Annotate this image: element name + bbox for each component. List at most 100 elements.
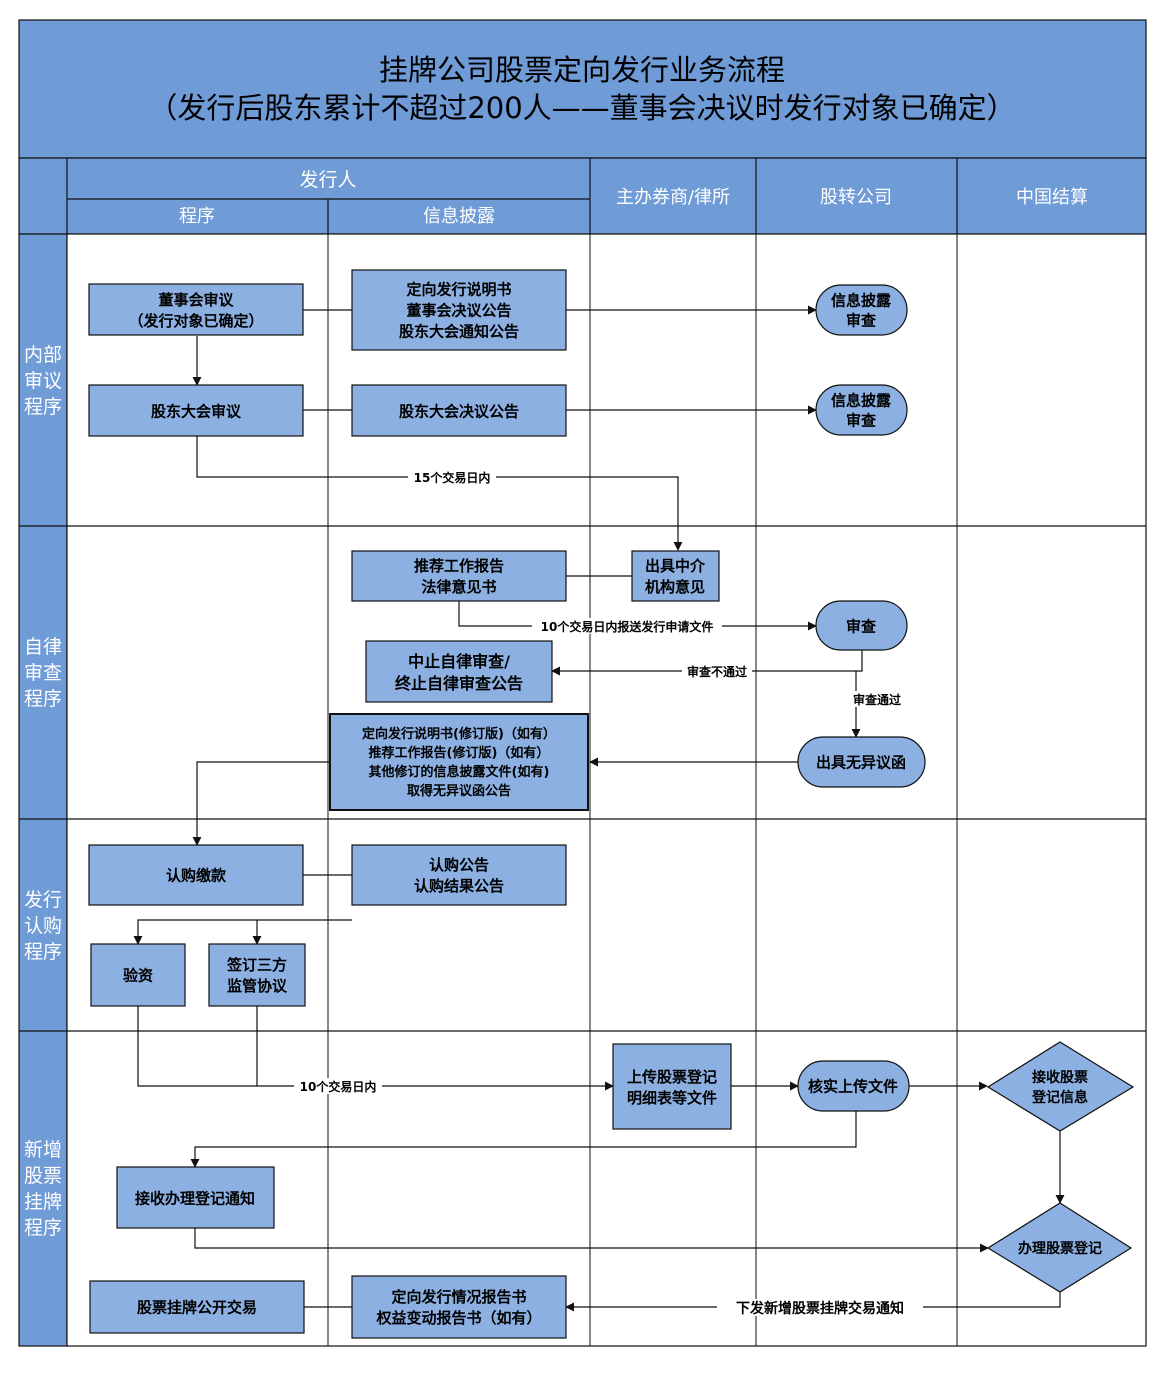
node-text-upload-register-1: 明细表等文件 — [627, 1089, 717, 1107]
connectors — [133, 305, 1065, 1312]
phase-label-listing-1: 股票 — [24, 1165, 62, 1187]
node-text-receive-info-1: 登记信息 — [1031, 1089, 1088, 1106]
node-text-issuance-report-1: 权益变动报告书（如有） — [375, 1309, 541, 1327]
node-disclosure-review-1 — [815, 284, 908, 336]
node-text-receive-info-0: 接收股票 — [1032, 1069, 1088, 1086]
header-neeq: 股转公司 — [820, 187, 892, 208]
node-issuance-report — [351, 1275, 567, 1339]
header-disclosure: 信息披露 — [423, 206, 495, 227]
node-text-board-review-0: 董事会审议 — [158, 291, 234, 309]
phase-label-listing-3: 程序 — [24, 1217, 62, 1239]
header-broker: 主办券商/律所 — [616, 187, 730, 208]
node-text-suspend-review-1: 终止自律审查公告 — [395, 674, 523, 693]
node-text-intermediary-opinion-0: 出具中介 — [645, 557, 706, 575]
label-15-days: 15个交易日内 — [414, 470, 491, 485]
node-no-objection — [797, 736, 926, 788]
header-row — [18, 157, 1147, 235]
node-text-shareholder-announcement-0: 股东大会决议公告 — [399, 402, 519, 420]
title-band — [18, 19, 1147, 159]
node-text-capital-verification-0: 验资 — [123, 966, 153, 984]
node-text-board-review-1: （发行对象已确定） — [128, 312, 263, 330]
node-text-revised-docs-2: 其他修订的信息披露文件(如有) — [369, 764, 550, 780]
node-text-tripartite-0: 签订三方 — [226, 956, 287, 974]
node-shapes — [88, 269, 1135, 1339]
node-text-receive-notice-0: 接收办理登记通知 — [135, 1189, 255, 1207]
node-revised-docs — [329, 713, 589, 811]
node-recommendation-report — [351, 550, 567, 602]
node-text-subscription-announcement-1: 认购结果公告 — [414, 877, 504, 895]
phase-label-listing-2: 挂牌 — [24, 1191, 62, 1213]
node-text-revised-docs-0: 定向发行说明书(修订版)（如有） — [361, 726, 556, 742]
node-shareholder-review — [88, 384, 304, 437]
phase-label-internal-0: 内部 — [24, 344, 62, 366]
node-text-process-registration-0: 办理股票登记 — [1018, 1240, 1102, 1257]
node-text-subscription-payment-0: 认购缴款 — [166, 866, 227, 884]
phase-label-subscription-1: 认购 — [24, 915, 62, 937]
label-10-days: 10个交易日内 — [300, 1079, 377, 1094]
node-text-revised-docs-3: 取得无异议函公告 — [407, 783, 511, 799]
node-text-board-disclosure-1: 董事会决议公告 — [406, 301, 511, 319]
node-subscription-announcement — [351, 844, 567, 906]
connector-to-registration — [194, 1228, 989, 1253]
node-receive-info — [986, 1041, 1135, 1132]
header-procedure: 程序 — [179, 206, 215, 227]
node-text-tripartite-1: 监管协议 — [227, 977, 288, 995]
phase-label-subscription-2: 程序 — [24, 941, 62, 963]
node-verify-upload — [797, 1060, 910, 1112]
node-listing-trading — [89, 1280, 305, 1334]
node-shareholder-announcement — [351, 384, 567, 437]
phase-label-subscription-0: 发行 — [24, 889, 62, 911]
phase-label-internal-1: 审议 — [24, 370, 62, 392]
node-capital-verification — [90, 943, 186, 1007]
node-text-intermediary-opinion-1: 机构意见 — [645, 578, 705, 596]
node-text-board-disclosure-0: 定向发行说明书 — [406, 280, 511, 298]
node-tripartite — [208, 943, 306, 1007]
node-text-listing-trading-0: 股票挂牌公开交易 — [137, 1298, 257, 1316]
phase-label-selfreg-0: 自律 — [24, 636, 62, 658]
node-text-board-disclosure-2: 股东大会通知公告 — [399, 322, 519, 340]
title-line-2: （发行后股东累计不超过200人——董事会决议时发行对象已确定） — [148, 91, 1015, 125]
node-text-subscription-announcement-0: 认购公告 — [429, 856, 489, 874]
phase-label-selfreg-1: 审查 — [24, 662, 62, 684]
node-text-shareholder-review-0: 股东大会审议 — [151, 402, 242, 420]
connector-verification — [133, 919, 352, 945]
node-text-upload-register-0: 上传股票登记 — [627, 1068, 717, 1086]
connector-to-subscription — [192, 761, 330, 846]
header-csdc: 中国结算 — [1016, 187, 1088, 208]
node-text-suspend-review-0: 中止自律审查/ — [408, 652, 510, 671]
node-upload-register — [612, 1043, 732, 1130]
label-review-failed: 审查不通过 — [687, 664, 747, 679]
node-process-registration — [986, 1202, 1133, 1293]
header-issuer: 发行人 — [299, 169, 356, 191]
connector-labels: 15个交易日内 10个交易日内报送发行申请文件 审查不通过 审查通过 10个交易… — [294, 469, 923, 1317]
node-review — [815, 600, 908, 651]
connector-review-failed — [551, 650, 863, 676]
connector-10-days — [137, 1006, 614, 1091]
node-subscription-payment — [88, 844, 304, 906]
title-line-1: 挂牌公司股票定向发行业务流程 — [379, 53, 785, 87]
label-10-days-submit: 10个交易日内报送发行申请文件 — [541, 619, 714, 634]
node-text-disclosure-review-1-1: 审查 — [846, 311, 877, 329]
connector-notice — [190, 1111, 857, 1168]
node-intermediary-opinion — [631, 550, 720, 602]
node-text-recommendation-report-1: 法律意见书 — [421, 578, 496, 596]
node-text-verify-upload-0: 核实上传文件 — [808, 1077, 898, 1095]
node-suspend-review — [365, 640, 553, 703]
node-text-recommendation-report-0: 推荐工作报告 — [414, 557, 504, 575]
node-text-disclosure-review-2-1: 审查 — [846, 411, 877, 429]
phase-label-internal-2: 程序 — [24, 396, 62, 418]
node-disclosure-review-2 — [815, 384, 908, 436]
node-receive-notice — [116, 1166, 275, 1229]
node-board-disclosure — [351, 269, 567, 351]
node-text-disclosure-review-2-0: 信息披露 — [831, 391, 892, 409]
node-text-revised-docs-1: 推荐工作报告(修订版)（如有） — [369, 745, 550, 761]
node-text-review-0: 审查 — [846, 617, 877, 635]
node-text-disclosure-review-1-0: 信息披露 — [831, 291, 892, 309]
phase-label-listing-0: 新增 — [24, 1139, 62, 1161]
node-board-review — [88, 283, 304, 336]
node-text-issuance-report-0: 定向发行情况报告书 — [391, 1288, 526, 1306]
node-texts: 董事会审议（发行对象已确定）定向发行说明书董事会决议公告股东大会通知公告信息披露… — [123, 280, 1102, 1327]
phase-label-selfreg-2: 程序 — [24, 688, 62, 710]
